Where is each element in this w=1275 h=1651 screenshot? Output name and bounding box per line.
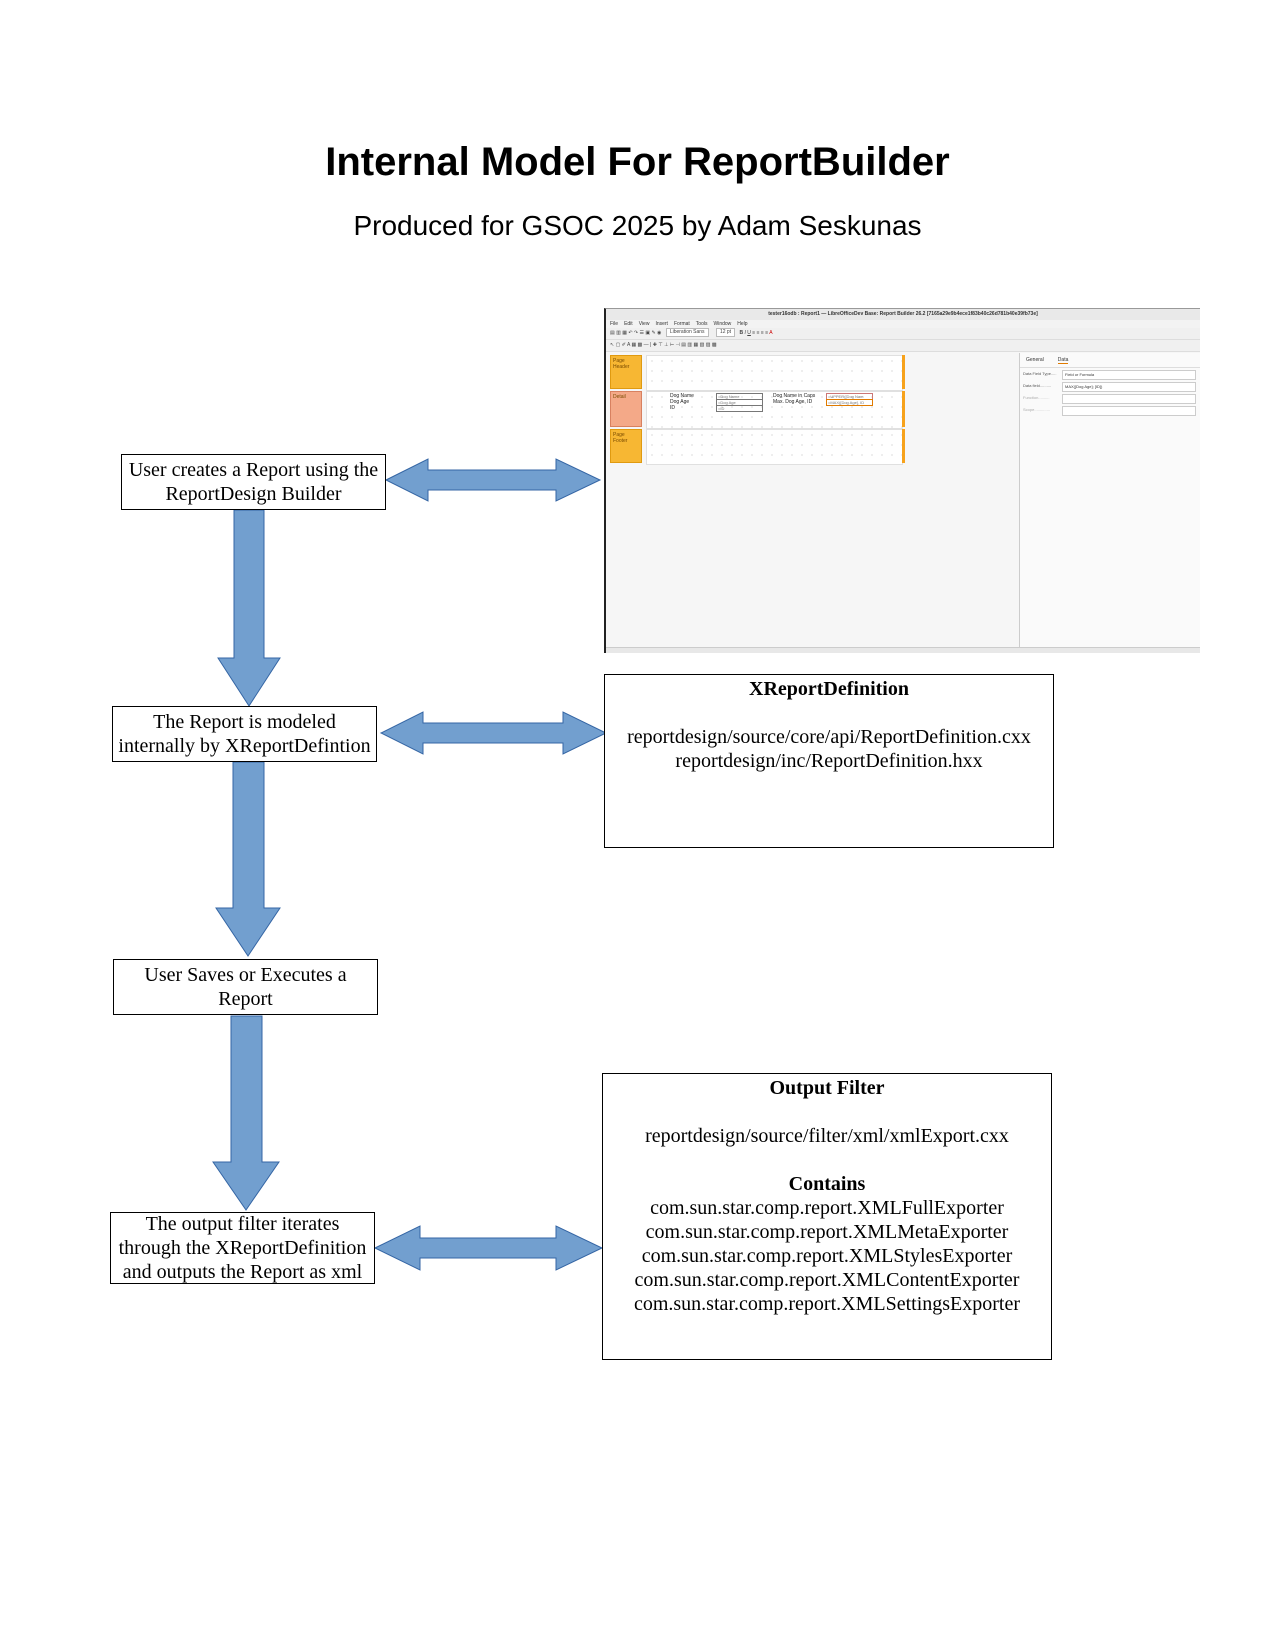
screenshot-section-page-header: Page Header	[610, 355, 642, 389]
screenshot-panel-row: Scope..............	[1020, 404, 1200, 416]
screenshot-panel-row: Data field..........MAX([Dog Age]; [ID])	[1020, 380, 1200, 392]
definition-file-hxx: reportdesign/inc/ReportDefinition.hxx	[675, 750, 983, 772]
screenshot-toolbar-1: ▤ ▥ ▦ ↶ ↷ ☰ ▣ ✎ ◉ Liberation Sans 12 pt …	[606, 328, 1200, 340]
double-arrow-1	[384, 458, 602, 502]
screenshot-toolbar-2: ↖ ▢ ✐ A ▦ ▩ — | ✚ ⊤ ⊥ ⊢ ⊣ ▤ ▥ ▦ ▧ ▨ ▩	[606, 340, 1200, 352]
down-arrow-3	[212, 1015, 280, 1211]
down-arrow-1	[217, 509, 281, 707]
screenshot-page-footer-area	[646, 429, 903, 465]
screenshot-window-title: tester16odb : Report1 — LibreOfficeDev B…	[606, 309, 1200, 320]
double-arrow-2	[379, 711, 608, 755]
screenshot-field-box: =ID	[716, 405, 763, 412]
screenshot-detail-labels: Dog Name Dog Age ID	[670, 393, 694, 411]
xml-export-file: reportdesign/source/filter/xml/xmlExport…	[645, 1125, 1009, 1147]
screenshot-design-canvas: Page Header Detail Dog Name Dog Age ID =…	[606, 353, 1018, 653]
screenshot-panel-row: Data Field Type.....Field or Formula	[1020, 368, 1200, 380]
xreportdefinition-box: XReportDefinition reportdesign/source/co…	[604, 674, 1054, 848]
contains-heading: Contains	[788, 1173, 866, 1195]
screenshot-field-box-selected: =MAX([Dog Age], ID	[826, 399, 873, 406]
screenshot-detail-area	[646, 391, 903, 429]
definition-file-cxx: reportdesign/source/core/api/ReportDefin…	[627, 726, 1031, 748]
screenshot-detail-labels-2: Dog Name in Caps Max. Dog Age, ID	[773, 393, 816, 405]
screenshot-page-header-area	[646, 355, 903, 391]
screenshot-statusbar	[606, 647, 1200, 653]
page-subtitle: Produced for GSOC 2025 by Adam Seskunas	[353, 210, 922, 241]
exporter-item: com.sun.star.comp.report.XMLMetaExporter	[645, 1221, 1009, 1243]
screenshot-section-detail: Detail	[610, 391, 642, 427]
screenshot-font-size: 12 pt	[715, 328, 736, 338]
output-filter-heading: Output Filter	[769, 1077, 885, 1099]
page-title: Internal Model For ReportBuilder	[325, 140, 950, 184]
report-builder-screenshot: tester16odb : Report1 — LibreOfficeDev B…	[604, 308, 1200, 653]
double-arrow-3	[373, 1225, 604, 1271]
exporter-item: com.sun.star.comp.report.XMLContentExpor…	[634, 1269, 1020, 1291]
screenshot-font-name: Liberation Sans	[665, 328, 709, 338]
exporter-item: com.sun.star.comp.report.XMLFullExporter	[650, 1197, 1004, 1219]
output-filter-box: Output Filter reportdesign/source/filter…	[602, 1073, 1052, 1360]
screenshot-section-page-footer: Page Footer	[610, 429, 642, 463]
exporter-item: com.sun.star.comp.report.XMLStylesExport…	[641, 1245, 1013, 1267]
down-arrow-2	[215, 761, 281, 957]
screenshot-panel-row: Function..........	[1020, 392, 1200, 404]
exporter-item: com.sun.star.comp.report.XMLSettingsExpo…	[633, 1293, 1021, 1315]
xreportdefinition-heading: XReportDefinition	[749, 678, 909, 700]
